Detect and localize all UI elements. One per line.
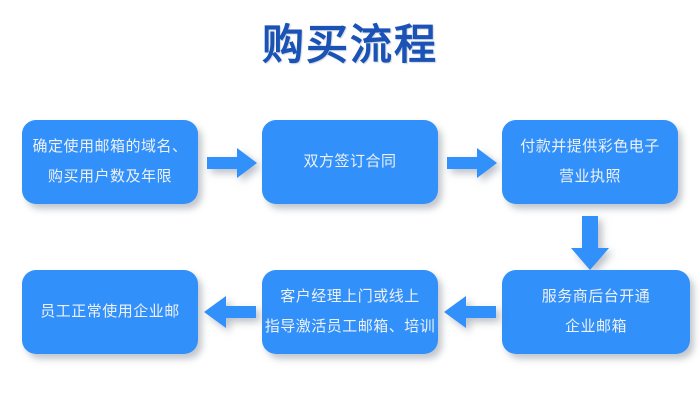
flow-step-4: 服务商后台开通 企业邮箱 xyxy=(502,270,690,354)
flow-step-2-line-1: 双方签订合同 xyxy=(303,153,397,170)
page-title: 购买流程 xyxy=(261,21,438,68)
arrow-left-icon-2 xyxy=(204,296,256,328)
flow-step-5-line-1: 客户经理上门或线上 xyxy=(280,288,420,305)
flow-step-5-line-2: 指导激活员工邮箱、培训 xyxy=(264,318,436,335)
arrow-right-icon-1 xyxy=(207,148,257,178)
flow-step-4-line-1: 服务商后台开通 xyxy=(541,288,651,305)
flow-step-1-line-1: 确定使用邮箱的域名、 xyxy=(32,138,188,155)
flow-step-1-line-2: 购买用户数及年限 xyxy=(47,168,172,185)
flow-step-6-line-1: 员工正常使用企业邮 xyxy=(40,303,180,320)
arrow-left-icon-1 xyxy=(444,296,496,328)
flow-step-6: 员工正常使用企业邮 xyxy=(22,270,198,354)
arrow-down-icon xyxy=(571,216,609,270)
flow-step-3-line-2: 营业执照 xyxy=(558,168,621,185)
flow-step-3: 付款并提供彩色电子 营业执照 xyxy=(502,120,678,204)
flow-step-5: 客户经理上门或线上 指导激活员工邮箱、培训 xyxy=(262,270,438,354)
arrow-right-icon-2 xyxy=(447,148,497,178)
flow-step-4-line-2: 企业邮箱 xyxy=(564,318,627,335)
flow-step-1: 确定使用邮箱的域名、 购买用户数及年限 xyxy=(22,120,198,204)
flow-step-3-line-1: 付款并提供彩色电子 xyxy=(520,138,660,155)
flow-step-2: 双方签订合同 xyxy=(262,120,438,204)
